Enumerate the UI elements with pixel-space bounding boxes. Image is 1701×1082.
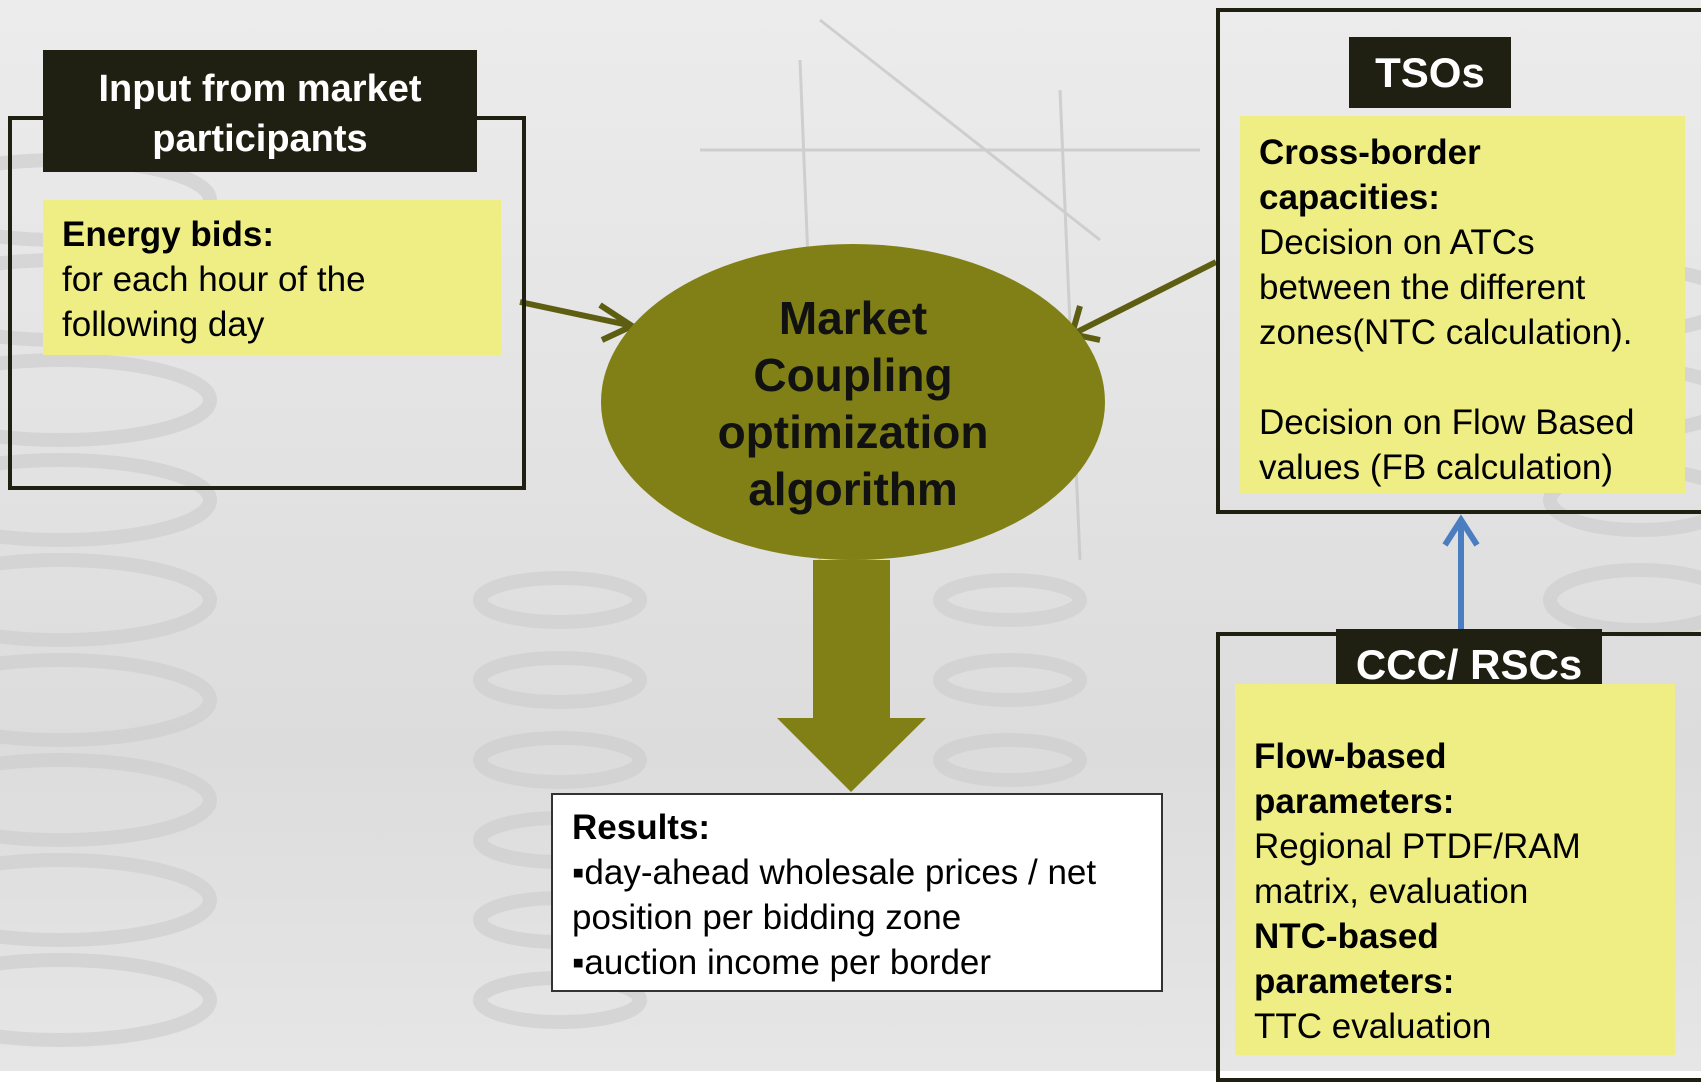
flow-based-label-2: parameters: — [1254, 782, 1455, 821]
arrowhead-input — [598, 302, 639, 343]
algorithm-line-2: Coupling — [753, 349, 953, 401]
ttc-text: TTC evaluation — [1254, 1007, 1492, 1046]
energy-bids-label: Energy bids: — [62, 215, 274, 254]
ptdf-text-1: Regional PTDF/RAM — [1254, 827, 1581, 866]
flow-based-label-1: Flow-based — [1254, 737, 1447, 776]
algorithm-ellipse — [601, 244, 1105, 560]
ntc-based-label-2: parameters: — [1254, 962, 1455, 1001]
results-line-2: position per bidding zone — [572, 898, 962, 937]
cross-border-panel: Cross-border capacities: Decision on ATC… — [1240, 116, 1685, 493]
arrow-input-to-algorithm — [519, 299, 629, 328]
energy-bids-panel: Energy bids: for each hour of the follow… — [43, 200, 501, 355]
arrowhead-ccc — [1442, 514, 1480, 547]
ptdf-text-2: matrix, evaluation — [1254, 872, 1529, 911]
results-box: Results: ▪day-ahead wholesale prices / n… — [551, 793, 1163, 992]
arrow-tsos-to-algorithm — [1073, 259, 1218, 336]
input-box-header: Input from market participants — [43, 50, 477, 172]
tsos-header: TSOs — [1349, 37, 1511, 108]
input-header-line-2: participants — [152, 118, 368, 160]
atc-text-1: Decision on ATCs — [1259, 223, 1535, 262]
algorithm-line-4: algorithm — [748, 463, 958, 515]
cross-border-label-1: Cross-border — [1259, 133, 1481, 172]
fb-text-2: values (FB calculation) — [1259, 448, 1614, 487]
results-line-3: ▪auction income per border — [572, 943, 992, 982]
energy-bids-text-1: for each hour of the — [62, 260, 366, 299]
fb-text-1: Decision on Flow Based — [1259, 403, 1635, 442]
ccc-header-text: CCC/ RSCs — [1355, 641, 1583, 688]
spacer — [1259, 355, 1685, 400]
cross-border-label-2: capacities: — [1259, 178, 1440, 217]
energy-bids-text-2: following day — [62, 305, 265, 344]
tsos-header-text: TSOs — [1375, 49, 1485, 96]
algorithm-line-1: Market — [778, 292, 928, 344]
arrow-algorithm-to-results — [777, 560, 926, 792]
atc-text-2: between the different — [1259, 268, 1586, 307]
results-label: Results: — [572, 808, 711, 847]
tsos-box — [1216, 8, 1701, 514]
ntc-based-label-1: NTC-based — [1254, 917, 1439, 956]
input-header-line-1: Input from market — [98, 68, 422, 110]
algorithm-label: Market Coupling optimization algorithm — [653, 290, 1053, 518]
atc-text-3: zones(NTC calculation). — [1259, 313, 1633, 352]
flow-based-panel: Flow-based parameters: Regional PTDF/RAM… — [1235, 684, 1675, 1055]
results-line-1: ▪day-ahead wholesale prices / net — [572, 853, 1097, 892]
algorithm-line-3: optimization — [717, 406, 989, 458]
